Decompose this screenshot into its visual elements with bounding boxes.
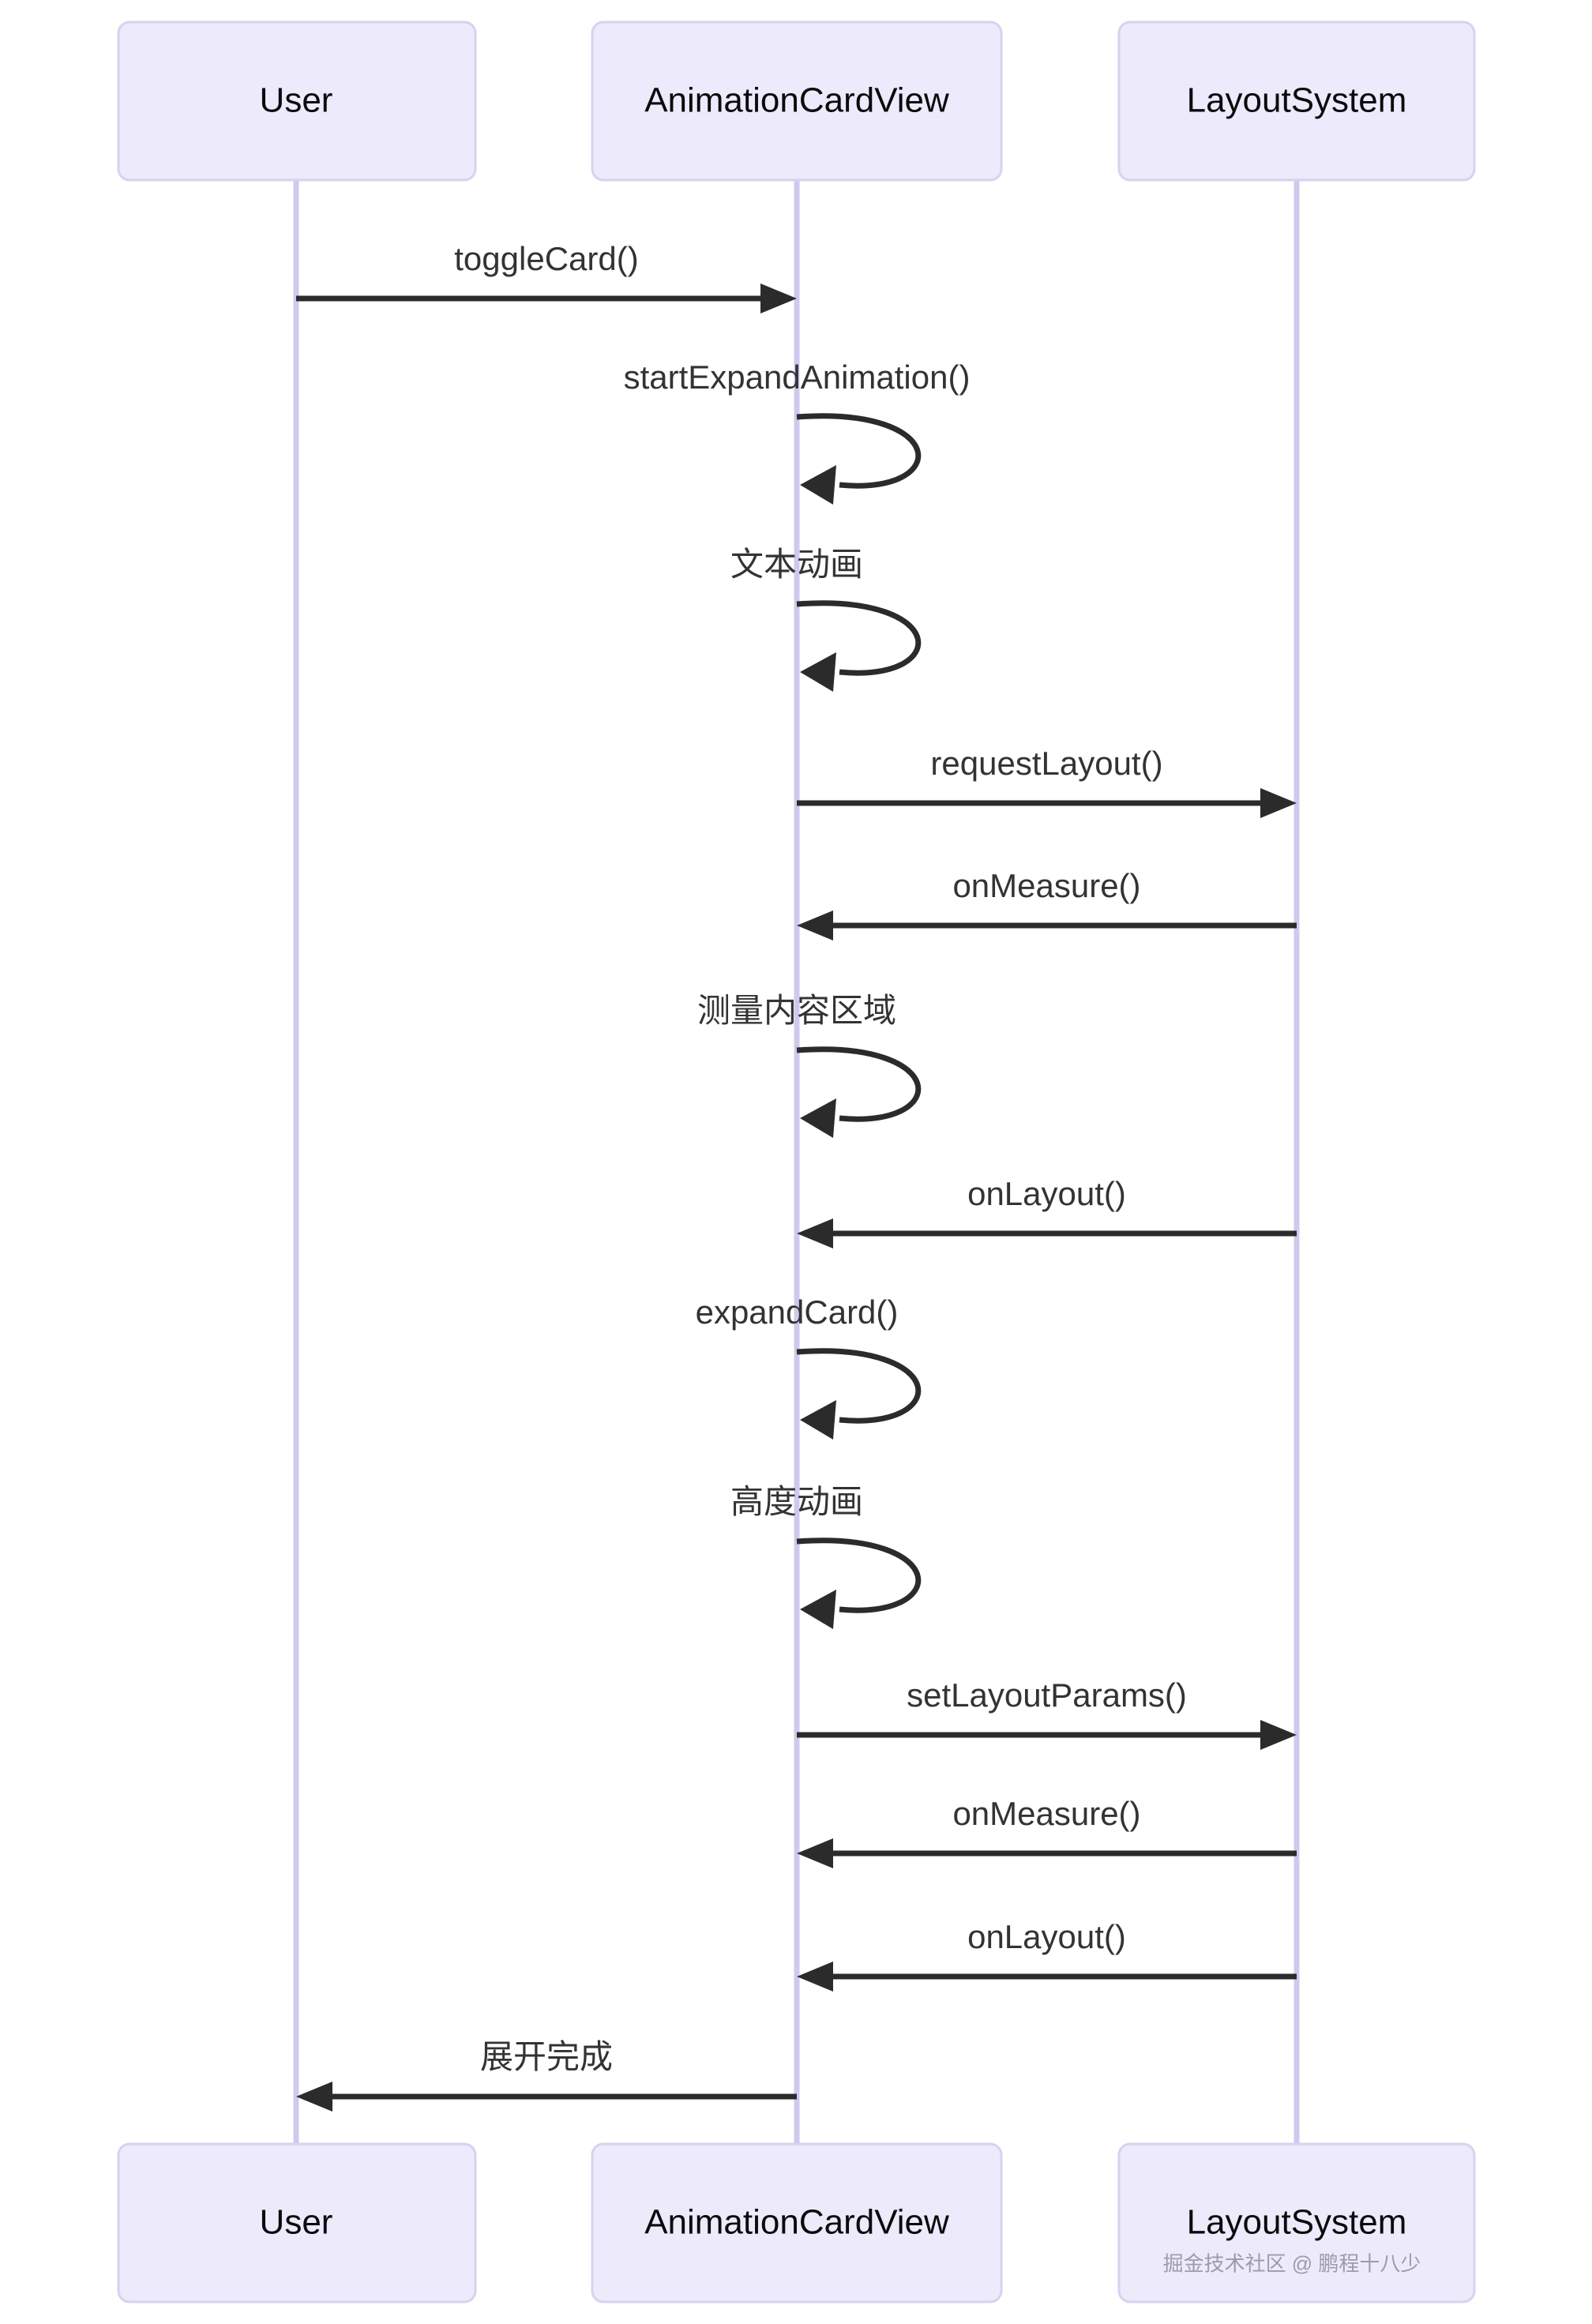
self-loop-path	[796, 413, 922, 489]
actor-box-rect	[591, 2142, 1003, 2303]
arrow-head	[800, 1590, 836, 1629]
message-label: onLayout()	[967, 1175, 1126, 1212]
lifelines-layer	[293, 180, 1300, 2144]
message-label: toggleCard()	[454, 240, 638, 277]
message-13[interactable]: 展开完成	[296, 2038, 797, 2112]
message-2[interactable]: startExpandAnimation()	[624, 359, 971, 505]
actor-box-rect	[1117, 2142, 1476, 2303]
actor-label-user: User	[260, 81, 333, 120]
message-label: 高度动画	[730, 1483, 863, 1520]
message-1[interactable]: toggleCard()	[296, 240, 797, 313]
message-label: onLayout()	[967, 1918, 1126, 1955]
arrow-head	[797, 1218, 833, 1248]
arrow-head	[1260, 788, 1297, 818]
self-loop-path	[796, 1046, 922, 1122]
message-12[interactable]: onLayout()	[797, 1918, 1297, 1992]
actor-boxes-bottom: User AnimationCardView LayoutSystem	[117, 2142, 1476, 2303]
message-7[interactable]: onLayout()	[797, 1175, 1297, 1248]
arrow-head	[760, 283, 797, 313]
actor-label-animationcardview: AnimationCardView	[644, 81, 949, 120]
self-loop-path	[796, 1537, 922, 1613]
message-10[interactable]: setLayoutParams()	[797, 1676, 1297, 1750]
actor-box-rect	[117, 21, 477, 182]
message-4[interactable]: requestLayout()	[797, 745, 1297, 818]
actor-box-rect	[117, 2142, 477, 2303]
message-5[interactable]: onMeasure()	[797, 867, 1297, 940]
message-label: 文本动画	[730, 546, 863, 583]
message-label: 展开完成	[480, 2038, 613, 2075]
actor-boxes-top: User AnimationCardView LayoutSystem	[117, 21, 1476, 182]
actor-label-user: User	[260, 2203, 333, 2242]
message-3[interactable]: 文本动画	[730, 546, 922, 692]
message-8[interactable]: expandCard()	[696, 1293, 922, 1440]
arrow-head	[800, 1098, 836, 1138]
message-label: 测量内容区域	[697, 992, 896, 1029]
message-label: expandCard()	[696, 1293, 899, 1331]
arrow-head	[800, 1400, 836, 1440]
message-label: requestLayout()	[930, 745, 1162, 782]
arrow-head	[1260, 1720, 1297, 1750]
arrow-head	[797, 1962, 833, 1992]
actor-box-rect	[591, 21, 1003, 182]
arrow-head	[797, 1838, 833, 1868]
actor-box-layoutsystem-bottom[interactable]: LayoutSystem	[1117, 2142, 1476, 2303]
message-6[interactable]: 测量内容区域	[697, 992, 922, 1138]
message-label: startExpandAnimation()	[624, 359, 971, 396]
arrow-head	[800, 652, 836, 692]
arrow-head	[800, 465, 836, 505]
message-11[interactable]: onMeasure()	[797, 1795, 1297, 1868]
self-loop-path	[796, 600, 922, 676]
actor-label-layoutsystem: LayoutSystem	[1187, 2203, 1407, 2242]
message-9[interactable]: 高度动画	[730, 1483, 922, 1629]
arrow-head	[296, 2082, 332, 2112]
watermark-credit: 掘金技术社区 @ 鹏程十八少	[1162, 2251, 1421, 2276]
actor-box-rect	[1117, 21, 1476, 182]
messages-layer: toggleCard() startExpandAnimation() 文本动画 re…	[296, 240, 1297, 2112]
actor-box-animationcardview-bottom[interactable]: AnimationCardView	[591, 2142, 1003, 2303]
actor-box-user-top[interactable]: User	[117, 21, 477, 182]
self-loop-path	[796, 1348, 922, 1424]
actor-box-animationcardview-top[interactable]: AnimationCardView	[591, 21, 1003, 182]
actor-label-layoutsystem: LayoutSystem	[1187, 81, 1407, 120]
message-label: setLayoutParams()	[907, 1676, 1187, 1714]
arrow-head	[797, 910, 833, 940]
message-label: onMeasure()	[952, 867, 1140, 904]
message-label: onMeasure()	[952, 1795, 1140, 1832]
actor-box-user-bottom[interactable]: User	[117, 2142, 477, 2303]
actor-box-layoutsystem-top[interactable]: LayoutSystem	[1117, 21, 1476, 182]
actor-label-animationcardview: AnimationCardView	[644, 2203, 949, 2242]
